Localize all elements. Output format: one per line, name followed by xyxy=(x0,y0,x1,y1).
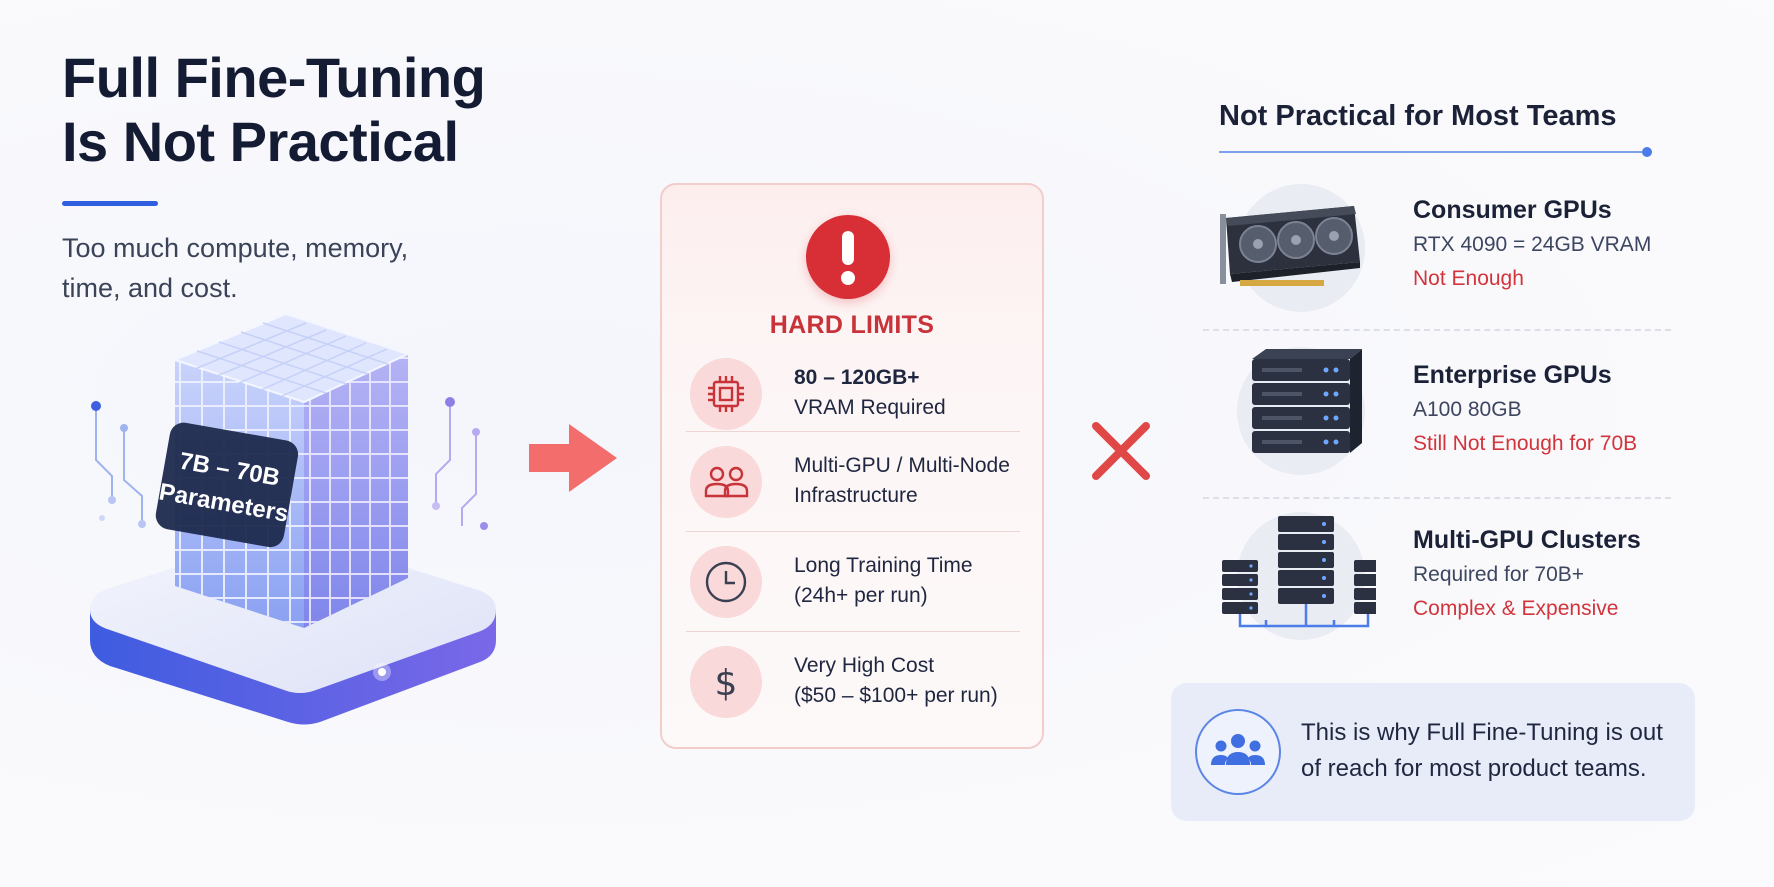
limit-item-line-1: Long Training Time xyxy=(794,554,973,577)
hard-limits-heading: HARD LIMITS xyxy=(769,311,935,339)
limit-item-line-1: Very High Cost xyxy=(794,654,935,677)
page-title: Full Fine-Tuning Is Not Practical xyxy=(62,46,486,174)
dollar-icon: $ xyxy=(690,646,762,718)
right-heading: Not Practical for Most Teams xyxy=(1219,100,1617,132)
limit-item: $ Very High Cost ($50 – $100+ per run) xyxy=(686,631,1020,729)
tier-verdict: Complex & Expensive xyxy=(1413,597,1619,620)
alert-icon xyxy=(806,215,890,299)
limit-item-line-2: Infrastructure xyxy=(794,484,918,507)
conclusion-note: This is why Full Fine-Tuning is out of r… xyxy=(1171,683,1695,821)
row-divider xyxy=(686,531,1020,532)
people-icon xyxy=(690,446,762,518)
svg-text:$: $ xyxy=(715,663,738,704)
limit-item: Long Training Time (24h+ per run) xyxy=(686,531,1020,629)
subtitle: Too much compute, memory, time, and cost… xyxy=(62,228,482,308)
limit-item-line-1: 80 – 120GB+ xyxy=(794,366,920,389)
limit-item-text: Very High Cost ($50 – $100+ per run) xyxy=(794,651,1034,711)
conclusion-text: This is why Full Fine-Tuning is out of r… xyxy=(1301,715,1681,787)
limit-item: 80 – 120GB+ VRAM Required xyxy=(686,343,1020,441)
team-icon xyxy=(1195,709,1281,795)
clock-icon xyxy=(690,546,762,618)
tier-name: Consumer GPUs xyxy=(1413,196,1612,224)
cross-icon xyxy=(1092,422,1150,480)
conclusion-line: of reach for most product teams. xyxy=(1301,755,1647,782)
heading-underline-dot xyxy=(1642,147,1652,157)
tier-spec: A100 80GB xyxy=(1413,398,1522,421)
limit-item-line-2: ($50 – $100+ per run) xyxy=(794,684,998,707)
graphics-card-icon xyxy=(1220,184,1365,312)
limit-item: Multi-GPU / Multi-Node Infrastructure xyxy=(686,431,1020,529)
subtitle-line: time, and cost. xyxy=(62,273,238,303)
gpu-tier: Multi-GPU Clusters Required for 70B+ Com… xyxy=(1206,510,1676,660)
conclusion-line: This is why Full Fine-Tuning is out xyxy=(1301,719,1663,746)
circuit-traces-left xyxy=(95,406,143,524)
tier-text: Enterprise GPUs A100 80GB Still Not Enou… xyxy=(1413,357,1683,461)
tier-name: Enterprise GPUs xyxy=(1413,361,1612,389)
tier-name: Multi-GPU Clusters xyxy=(1413,526,1641,554)
hard-limits-card: HARD LIMITS 80 – 120GB+ VRAM Required Mu xyxy=(660,183,1044,749)
page-title-line: Full Fine-Tuning xyxy=(62,46,486,109)
tier-spec: RTX 4090 = 24GB VRAM xyxy=(1413,233,1652,256)
right-arrow-icon xyxy=(529,424,617,492)
limit-item-text: Multi-GPU / Multi-Node Infrastructure xyxy=(794,451,1034,511)
limit-item-text: Long Training Time (24h+ per run) xyxy=(794,551,1034,611)
page-title-line: Is Not Practical xyxy=(62,110,459,173)
server-stack-icon xyxy=(1237,347,1365,475)
heading-underline xyxy=(1219,151,1649,153)
gpu-tier: Enterprise GPUs A100 80GB Still Not Enou… xyxy=(1206,345,1676,495)
tier-divider xyxy=(1203,497,1671,499)
limit-item-line-2: (24h+ per run) xyxy=(794,584,928,607)
server-cluster-icon xyxy=(1222,512,1376,640)
parameters-label: 7B – 70B Parameters xyxy=(155,422,299,548)
tier-divider xyxy=(1203,329,1671,331)
circuit-traces-right xyxy=(435,402,477,526)
tier-spec: Required for 70B+ xyxy=(1413,563,1585,586)
tier-verdict: Still Not Enough for 70B xyxy=(1413,432,1638,455)
tier-text: Multi-GPU Clusters Required for 70B+ Com… xyxy=(1413,522,1683,626)
row-divider xyxy=(686,431,1020,432)
title-underline xyxy=(62,201,158,206)
chip-icon xyxy=(690,358,762,430)
limit-item-line-1: Multi-GPU / Multi-Node xyxy=(794,454,1010,477)
model-cube-illustration: 7B – 70B Parameters xyxy=(90,312,496,725)
gpu-tier: Consumer GPUs RTX 4090 = 24GB VRAM Not E… xyxy=(1206,180,1676,330)
tier-verdict: Not Enough xyxy=(1413,267,1524,290)
row-divider xyxy=(686,631,1020,632)
limit-item-text: 80 – 120GB+ VRAM Required xyxy=(794,363,1034,423)
limit-item-line-2: VRAM Required xyxy=(794,396,946,419)
tier-text: Consumer GPUs RTX 4090 = 24GB VRAM Not E… xyxy=(1413,192,1683,296)
subtitle-line: Too much compute, memory, xyxy=(62,233,409,263)
